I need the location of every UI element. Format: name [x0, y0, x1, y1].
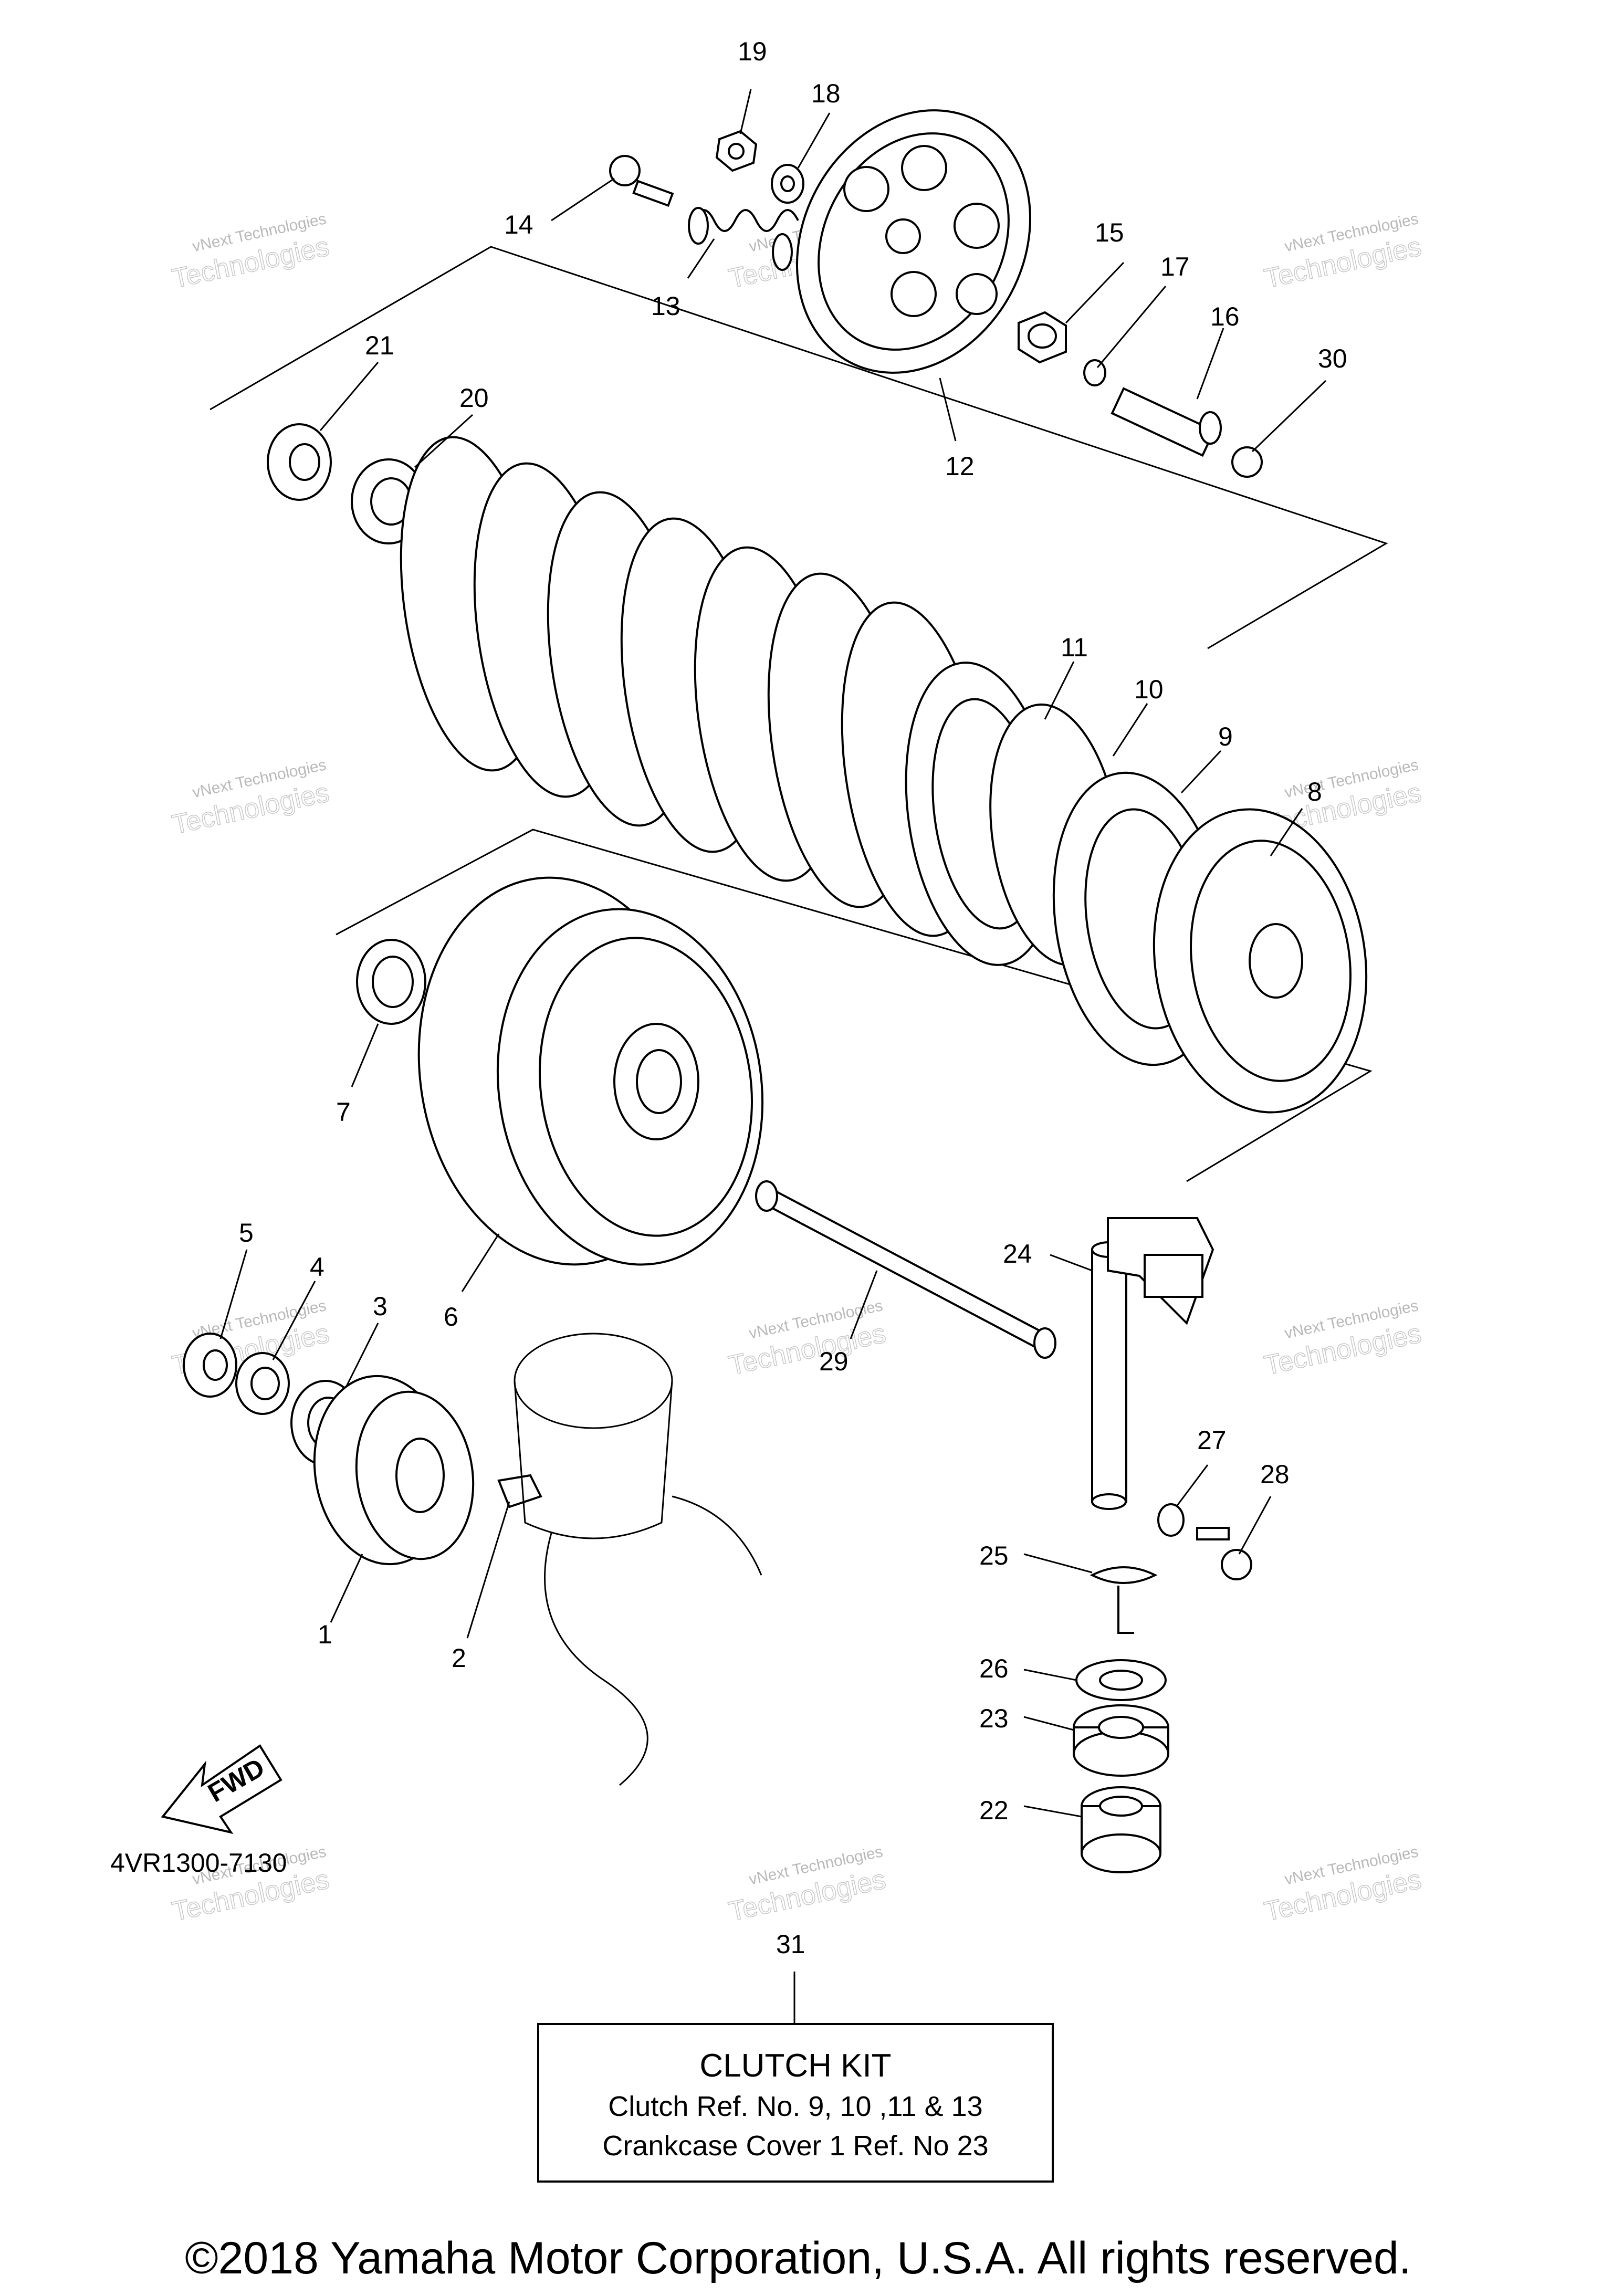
washer-part-18 [771, 164, 804, 204]
callout-labels: 1 2 3 4 5 6 7 8 9 10 11 12 13 14 15 16 1… [239, 37, 1347, 1959]
bearing-part-22 [1081, 1786, 1161, 1873]
nut-part-5 [183, 1333, 237, 1398]
ball-part-30 [1231, 446, 1263, 478]
pressure-plate-part-12 [796, 109, 1031, 374]
callout-15: 15 [1095, 218, 1124, 247]
callout-2: 2 [452, 1643, 466, 1673]
clutch-kit-line-2: Crankcase Cover 1 Ref. No 23 [602, 2130, 988, 2162]
lock-washer-part-4 [235, 1352, 290, 1415]
callout-27: 27 [1197, 1425, 1227, 1455]
spring-part-13 [688, 207, 799, 271]
nut-part-19 [715, 130, 758, 172]
watermark: vNext Technologies Technologies [726, 1297, 888, 1381]
key-part-2 [497, 1474, 542, 1508]
oil-seal-part-23 [1073, 1704, 1169, 1777]
callout-7: 7 [336, 1097, 351, 1127]
callout-24: 24 [1003, 1239, 1032, 1268]
watermark: vNext Technologies Technologies [1261, 210, 1424, 295]
watermark: vNext Technologies Technologies [169, 210, 332, 295]
thrust-washer-part-7 [356, 939, 426, 1025]
washer-part-27 [1157, 1503, 1185, 1537]
callout-3: 3 [373, 1292, 387, 1321]
bolt-part-14 [609, 155, 674, 207]
callout-10: 10 [1134, 675, 1164, 704]
push-lever-shaft-part-24 [1091, 1217, 1214, 1510]
forward-arrow-icon: FWD [161, 1744, 282, 1834]
crankshaft-outline [514, 1333, 762, 1786]
clutch-plate-stack [400, 436, 987, 937]
callout-6: 6 [444, 1302, 458, 1332]
clutch-boss-part-8 [1153, 808, 1368, 1114]
callout-4: 4 [310, 1252, 324, 1282]
washer-part-26 [1075, 1659, 1167, 1701]
clutch-kit-box: CLUTCH KIT Clutch Ref. No. 9, 10 ,11 & 1… [537, 2023, 1054, 2183]
o-ring-part-17 [1083, 359, 1106, 386]
callout-26: 26 [979, 1654, 1009, 1683]
callout-8: 8 [1307, 777, 1322, 806]
push-rod-part-29 [755, 1180, 1056, 1359]
push-rod-part-16 [1111, 387, 1222, 457]
callout-13: 13 [651, 291, 680, 321]
watermark: vNext Technologies Technologies [1261, 1297, 1424, 1381]
screw-part-28 [1196, 1527, 1252, 1580]
callout-1: 1 [318, 1620, 332, 1649]
callout-11: 11 [1061, 633, 1088, 662]
callout-30: 30 [1318, 344, 1347, 373]
callout-25: 25 [979, 1541, 1009, 1570]
watermark: vNext Technologies Technologies [1261, 1843, 1424, 1927]
nut-part-21 [267, 423, 332, 501]
callout-18: 18 [811, 79, 841, 108]
callout-28: 28 [1260, 1460, 1290, 1489]
callout-14: 14 [504, 210, 533, 239]
callout-17: 17 [1160, 252, 1190, 281]
leader-lines [219, 89, 1327, 2024]
callout-5: 5 [239, 1218, 254, 1247]
spring-part-25 [1090, 1566, 1158, 1634]
callout-20: 20 [459, 383, 489, 413]
collar-part-15 [1018, 311, 1067, 364]
watermark: vNext Technologies Technologies [726, 1843, 888, 1927]
clutch-kit-line-1: Clutch Ref. No. 9, 10 ,11 & 13 [608, 2091, 982, 2122]
callout-21: 21 [365, 331, 394, 360]
primary-drive-gear-part-1 [313, 1375, 475, 1566]
clutch-kit-title: CLUTCH KIT [699, 2048, 891, 2084]
callout-31: 31 [776, 1930, 805, 1959]
middle-assembly-frame [336, 829, 1373, 1182]
callout-22: 22 [979, 1796, 1009, 1825]
callout-29: 29 [819, 1347, 849, 1376]
callout-12: 12 [945, 452, 975, 481]
callout-16: 16 [1210, 302, 1240, 331]
callout-19: 19 [738, 37, 767, 66]
diagram-code: 4VR1300-7130 [110, 1848, 287, 1878]
callout-23: 23 [979, 1704, 1009, 1733]
clutch-kit-frame [537, 2023, 1054, 2183]
upper-assembly-frame [210, 246, 1388, 649]
callout-9: 9 [1218, 722, 1233, 751]
watermark: vNext Technologies Technologies [169, 756, 332, 841]
copyright-notice: ©2018 Yamaha Motor Corporation, U.S.A. A… [185, 2233, 1411, 2283]
clutch-housing-part-6 [417, 876, 764, 1266]
